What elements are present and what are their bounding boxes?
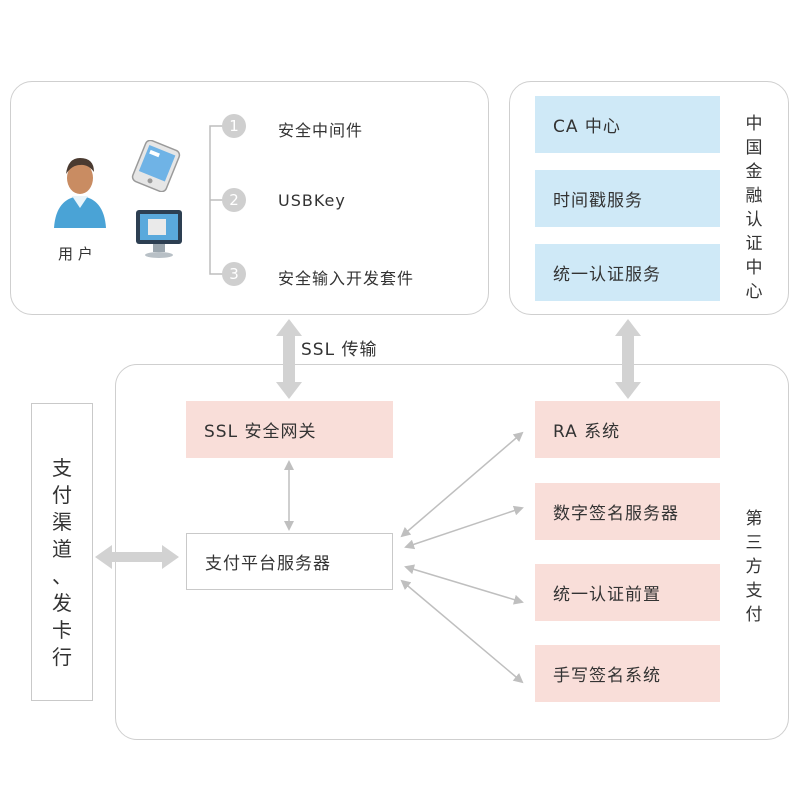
handwriting-signature-box: 手写签名系统: [535, 645, 720, 702]
item-bracket: [209, 125, 224, 275]
item-label-1: 安全中间件: [278, 121, 364, 140]
user-avatar-icon: [54, 158, 106, 230]
digital-signature-server-box: 数字签名服务器: [535, 483, 720, 540]
ssl-transfer-label: SSL 传输: [301, 340, 378, 360]
ca-box-unified-auth: 统一认证服务: [535, 244, 720, 301]
ca-link-arrow: [615, 319, 641, 399]
unified-auth-front-box: 统一认证前置: [535, 564, 720, 621]
item-number-3: 3: [222, 262, 246, 286]
ssl-gateway-box: SSL 安全网关: [186, 401, 393, 458]
user-panel: [10, 81, 489, 315]
item-label-3: 安全输入开发套件: [278, 269, 415, 288]
platform-ra-arrow: [400, 431, 524, 538]
platform-auth-arrow: [404, 564, 524, 605]
ca-box-ca-center: CA 中心: [535, 96, 720, 153]
ra-system-box: RA 系统: [535, 401, 720, 458]
ca-box-timestamp: 时间戳服务: [535, 170, 720, 227]
third-party-side-label: 第三 方支 付: [745, 509, 763, 625]
platform-handwriting-arrow: [400, 579, 524, 684]
monitor-icon: [136, 210, 182, 258]
platform-signature-arrow: [404, 505, 524, 550]
channel-link-arrow: [95, 545, 179, 569]
item-number-1: 1: [222, 114, 246, 138]
phone-icon: [131, 140, 181, 192]
platform-server-box: 支付平台服务器: [186, 533, 393, 590]
ssl-transfer-arrow: [276, 319, 302, 399]
payment-channel-label: 支付 渠道 、发 卡行: [52, 456, 72, 669]
user-label: 用 户: [58, 245, 93, 263]
item-number-2: 2: [222, 188, 246, 212]
item-label-2: USBKey: [278, 191, 346, 210]
payment-channel-box: [31, 403, 93, 701]
ca-side-label: 中国 金融 认证 中心: [745, 114, 763, 302]
